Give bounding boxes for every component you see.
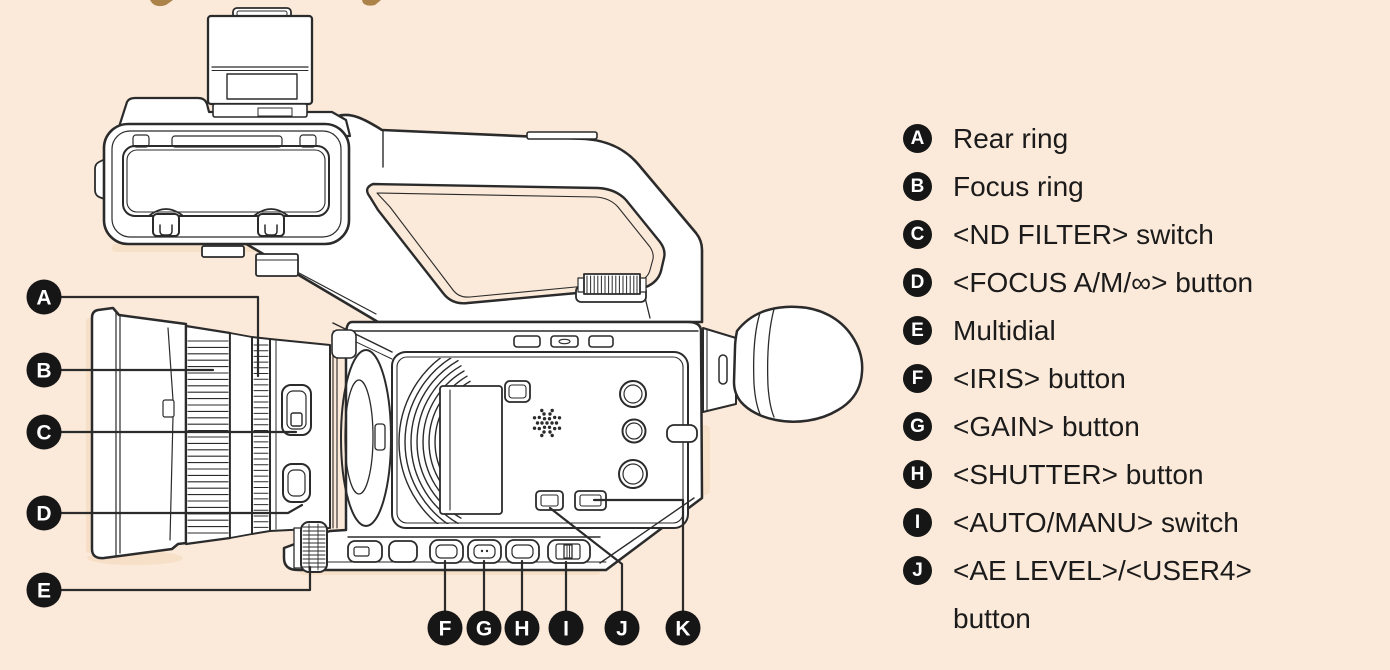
battery-door <box>439 385 503 515</box>
svg-text:E: E <box>37 580 51 603</box>
legend-item-d: D <FOCUS A/M/∞> button <box>903 259 1253 307</box>
svg-text:K: K <box>675 618 690 641</box>
svg-text:J: J <box>616 618 628 641</box>
speaker-grille <box>532 408 562 438</box>
nd-filter-switch <box>281 384 312 436</box>
svg-text:A: A <box>36 287 51 310</box>
callout-c: C <box>26 414 62 450</box>
legend-item-j: J <AE LEVEL>/<USER4> button <box>903 547 1253 643</box>
small-top-button <box>504 380 531 403</box>
handle-zoom-dial <box>575 273 647 303</box>
legend-badge: E <box>903 316 932 345</box>
handle <box>241 113 704 324</box>
round-buttons <box>618 380 648 489</box>
legend-badge: H <box>903 460 932 489</box>
legend-label: Rear ring <box>953 123 1069 154</box>
svg-text:H: H <box>514 618 529 641</box>
legend-item-e: E Multidial <box>903 307 1253 355</box>
svg-text:C: C <box>36 422 51 445</box>
handle-front-box <box>94 96 352 277</box>
legend-label: <SHUTTER> button <box>953 459 1204 490</box>
legend-badge: J <box>903 556 932 585</box>
bottom-controls <box>347 539 591 564</box>
legend: A Rear ring B Focus ring C <ND FILTER> swit… <box>903 115 1253 643</box>
viewfinder <box>702 305 864 423</box>
gain-button <box>467 539 502 564</box>
legend-label: <AUTO/MANU> switch <box>953 507 1239 538</box>
legend-item-b: B Focus ring <box>903 163 1253 211</box>
callout-k: K <box>665 610 701 646</box>
iris-button <box>429 539 464 564</box>
legend-badge: I <box>903 508 932 537</box>
callout-a: A <box>26 279 62 315</box>
callout-e: E <box>26 572 62 608</box>
legend-badge: C <box>903 220 932 249</box>
svg-text:F: F <box>439 618 452 641</box>
legend-item-c: C <ND FILTER> switch <box>903 211 1253 259</box>
legend-badge: A <box>903 124 932 153</box>
legend-badge: B <box>903 172 932 201</box>
eyecup <box>732 305 864 423</box>
focus-am-button <box>282 463 311 503</box>
camera-body <box>282 320 704 572</box>
front-panel <box>331 329 392 529</box>
legend-label-line1: <AE LEVEL>/<USER4> <box>953 555 1252 586</box>
legend-label-line2: button <box>953 603 1031 634</box>
svg-text:B: B <box>36 360 51 383</box>
legend-badge: F <box>903 364 932 393</box>
callout-g: G <box>466 610 502 646</box>
edge-tab <box>666 424 698 443</box>
legend-label: <AE LEVEL>/<USER4> button <box>953 547 1252 643</box>
legend-label: <GAIN> button <box>953 411 1140 442</box>
legend-badge: G <box>903 412 932 441</box>
latch-left <box>149 208 183 237</box>
legend-label: Focus ring <box>953 171 1084 202</box>
cropped-text-fragments <box>150 0 381 7</box>
shutter-button <box>505 539 540 564</box>
legend-item-i: I <AUTO/MANU> switch <box>903 499 1253 547</box>
monitor-block <box>206 7 314 118</box>
legend-item-g: G <GAIN> button <box>903 403 1253 451</box>
latch-right <box>254 208 288 237</box>
rear-ring <box>251 336 271 535</box>
callout-b: B <box>26 352 62 388</box>
lens-assembly <box>90 306 331 573</box>
svg-text:G: G <box>476 618 492 641</box>
multidial <box>293 521 328 573</box>
legend-label: <FOCUS A/M/∞> button <box>953 267 1254 298</box>
focus-ring <box>184 324 232 546</box>
callout-d: D <box>26 495 62 531</box>
legend-badge: D <box>903 268 932 297</box>
callout-markers: A B C D E F G H I J K <box>26 279 701 646</box>
callout-j: J <box>604 610 640 646</box>
legend-label: Multidial <box>953 315 1056 346</box>
callout-f: F <box>427 610 463 646</box>
legend-item-h: H <SHUTTER> button <box>903 451 1253 499</box>
callout-i: I <box>548 610 584 646</box>
legend-item-a: A Rear ring <box>903 115 1253 163</box>
leader-lines <box>59 295 685 613</box>
auto-manu-switch <box>547 539 591 564</box>
legend-item-f: F <IRIS> button <box>903 355 1253 403</box>
callout-h: H <box>504 610 540 646</box>
svg-text:D: D <box>36 503 51 526</box>
svg-text:I: I <box>563 618 569 641</box>
legend-label: <ND FILTER> switch <box>953 219 1214 250</box>
ae-level-user4-button <box>535 490 564 511</box>
legend-label: <IRIS> button <box>953 363 1126 394</box>
